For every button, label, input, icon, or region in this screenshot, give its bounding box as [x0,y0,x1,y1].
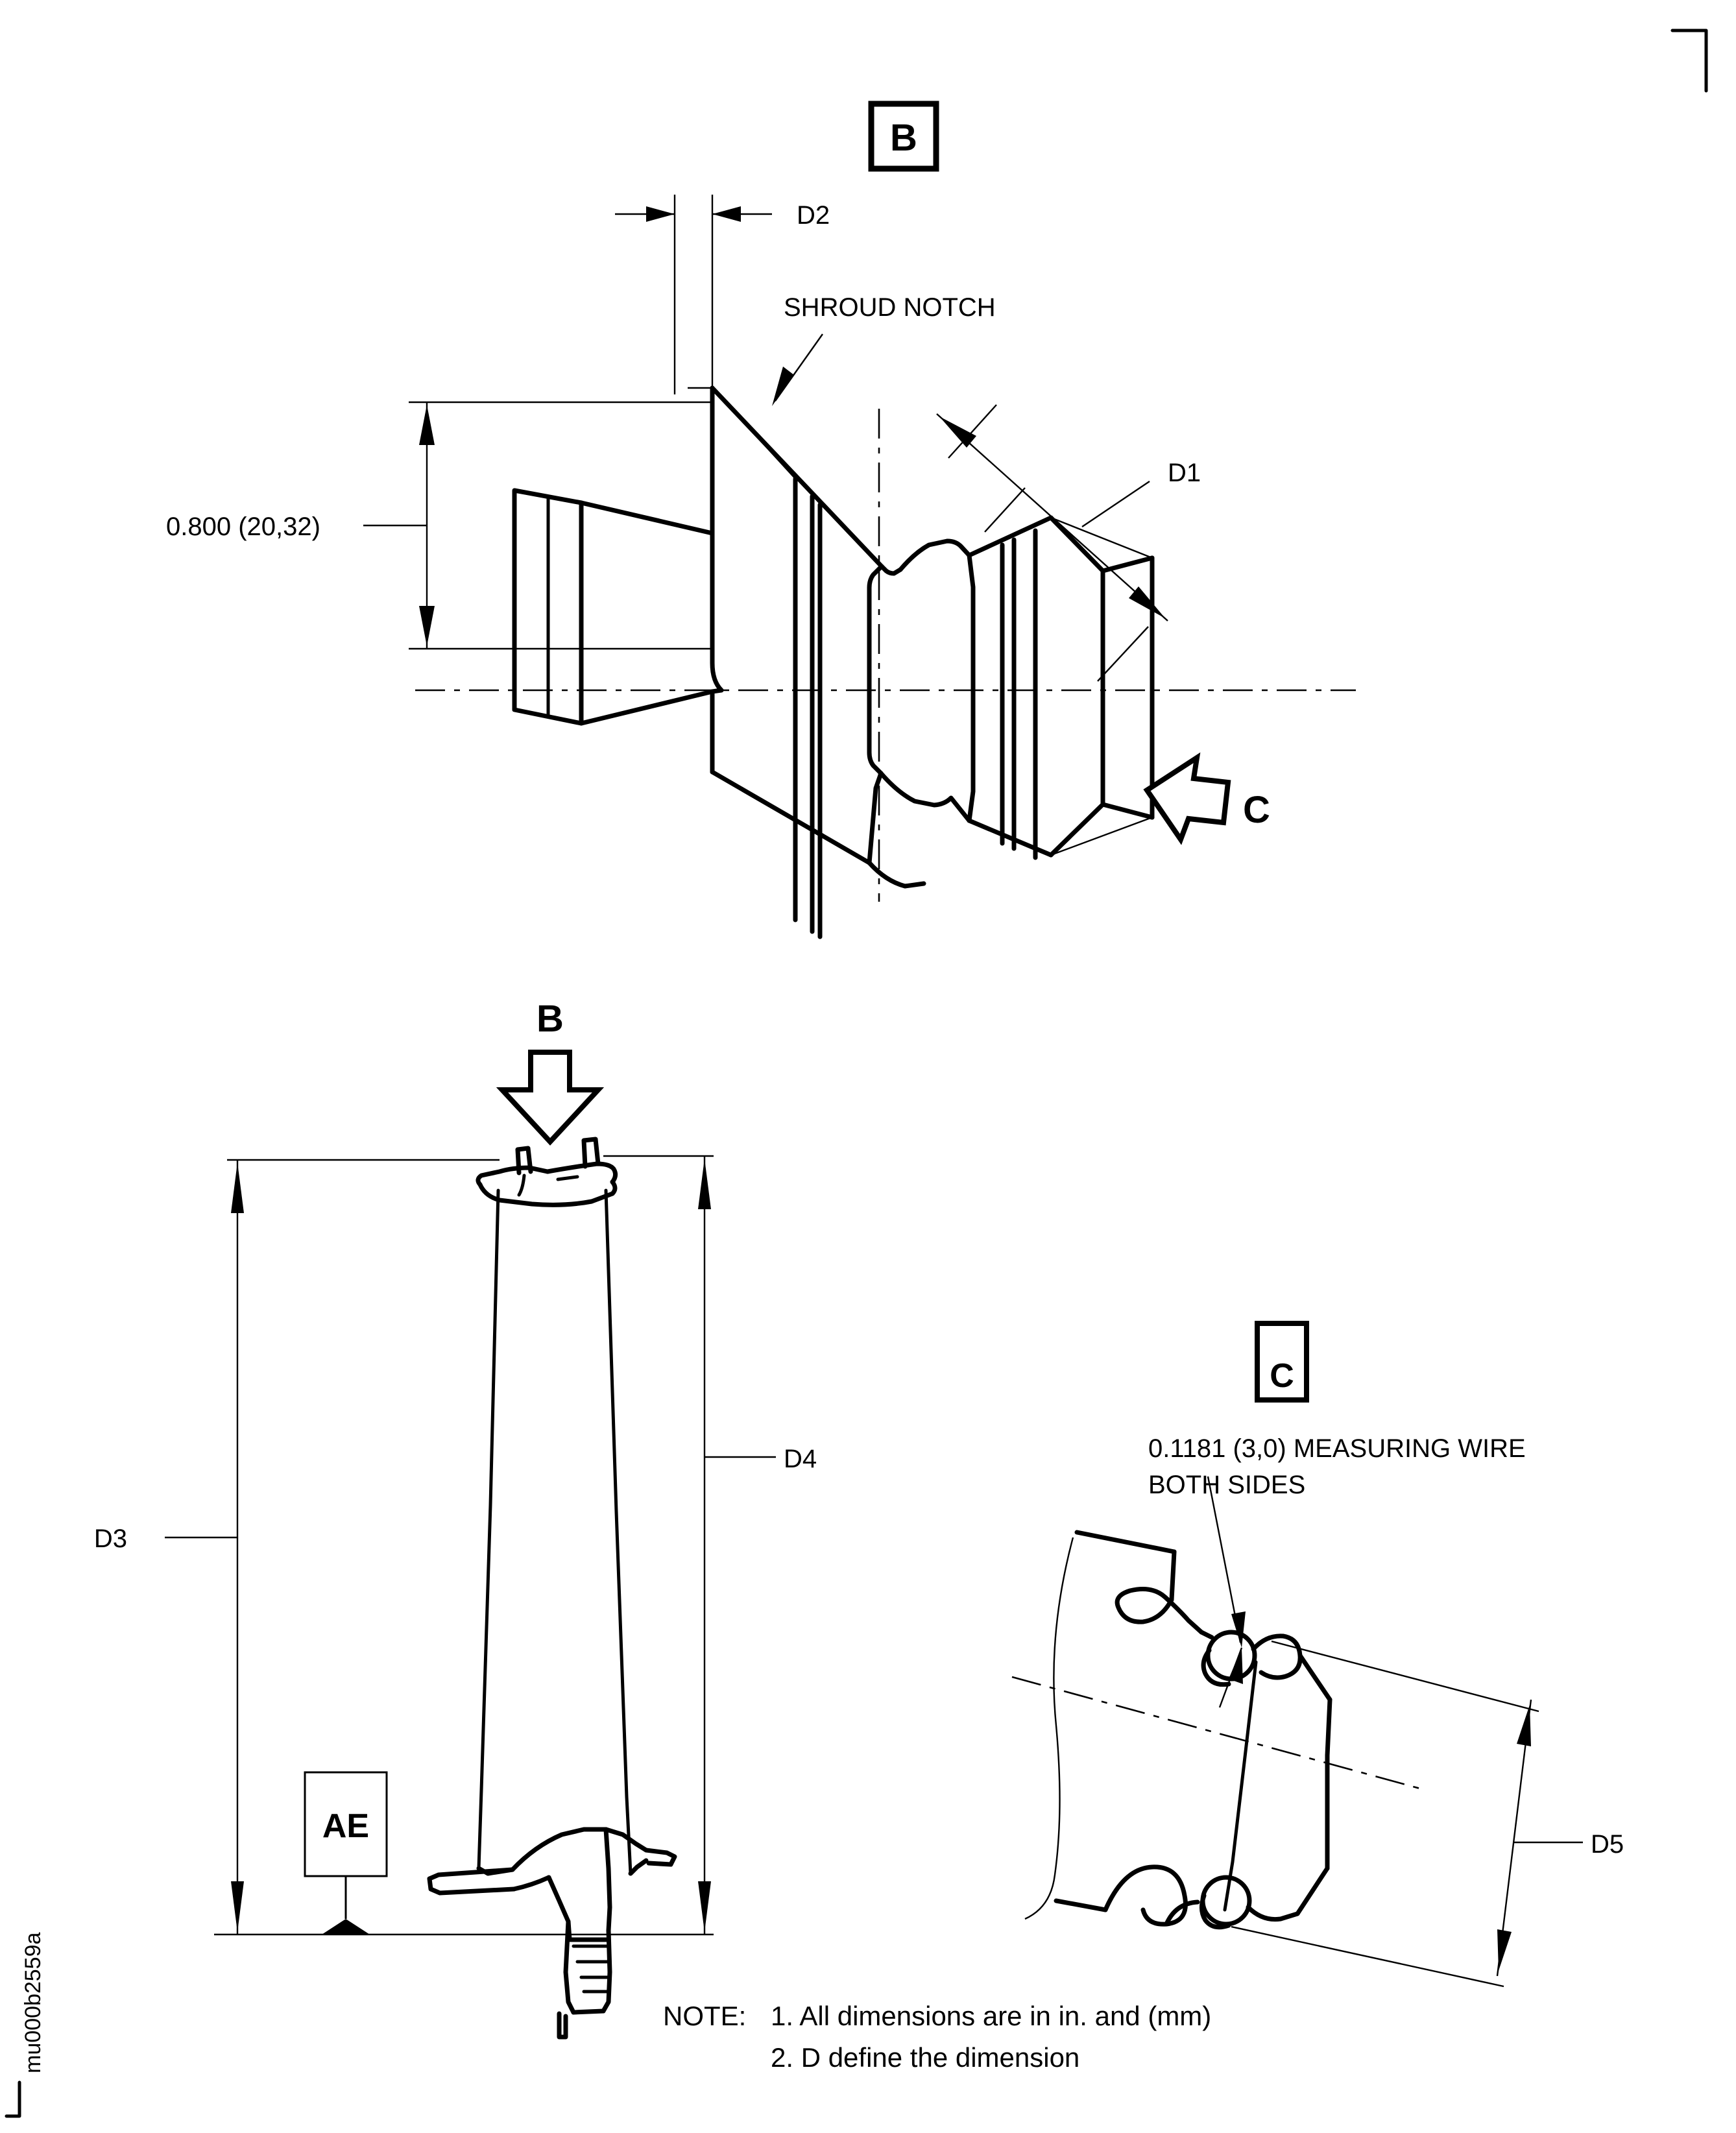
callout-measuring-wire-line1: 0.1181 (3,0) MEASURING WIRE [1148,1434,1526,1463]
figure-id-label: mu000b2559a [21,1932,45,2073]
dim-label-shroud-height: 0.800 (20,32) [166,512,320,541]
datum-label-ae: AE [322,1807,369,1845]
view-arrow-b-icon [496,1050,605,1146]
centerline-detail-c [1011,1676,1428,1792]
detail-b-flag-label: B [890,117,917,159]
dim-label-d2: D2 [797,201,830,230]
crop-mark-icon [1670,29,1708,93]
datum-feature-ae [304,1771,388,1934]
flag-box-b-detail [868,101,939,172]
detail-b-isometric-geometry [363,195,1356,939]
dim-line-d1 [936,413,1168,621]
dim-label-d4: D4 [784,1445,817,1473]
profile-view-geometry [165,1050,776,2040]
note-item-2: 2. D define the dimension [771,2042,1079,2073]
note-item-1: 1. All dimensions are in in. and (mm) [771,2001,1211,2031]
ext-line-d5-bottom [1231,1925,1504,1988]
dim-label-d5: D5 [1591,1830,1624,1859]
view-arrow-c-label: C [1243,789,1270,831]
callout-measuring-wire-line2: BOTH SIDES [1148,1471,1305,1499]
view-arrow-c-icon [1143,752,1231,845]
dim-label-d1: D1 [1168,459,1201,487]
dim-line-d5 [1496,1699,1532,1977]
dim-label-d3: D3 [94,1524,127,1553]
detail-c-geometry [1011,1476,1583,1988]
callout-shroud-notch: SHROUD NOTCH [784,293,996,322]
flag-box-c-detail [1255,1321,1309,1403]
note-prefix: NOTE: [663,2001,746,2031]
ext-line-d5-top [1271,1640,1539,1713]
view-arrow-b-label: B [536,998,564,1040]
detail-c-flag-label: C [1270,1357,1294,1395]
figure-id-corner-mark-icon [5,2080,21,2118]
